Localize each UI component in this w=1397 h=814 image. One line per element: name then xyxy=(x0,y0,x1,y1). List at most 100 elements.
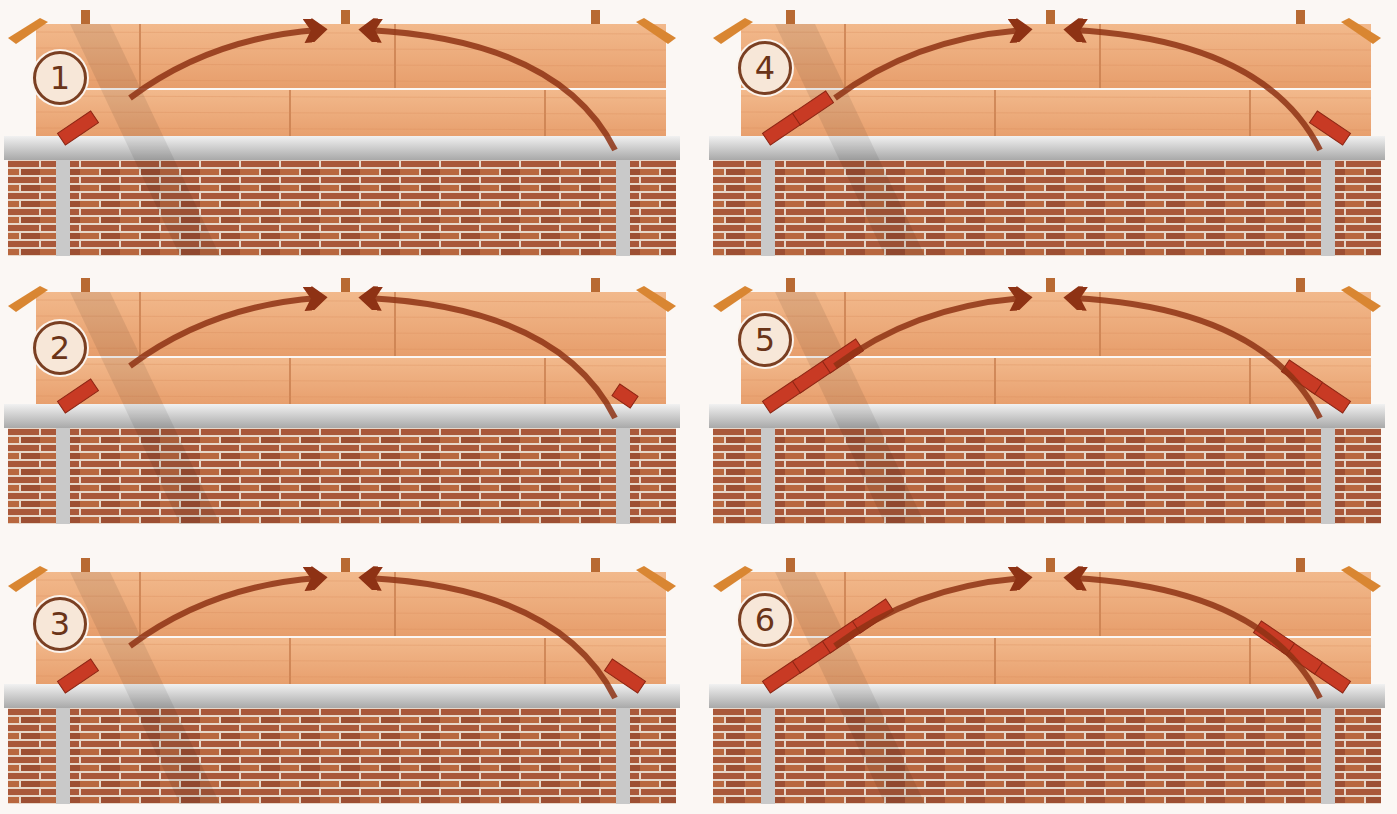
post xyxy=(591,278,600,292)
callout-label: 4 xyxy=(755,52,775,84)
post xyxy=(1046,278,1055,292)
curved-arrow xyxy=(835,298,1023,366)
concrete-column xyxy=(761,706,775,804)
brick xyxy=(58,659,99,693)
post xyxy=(786,10,795,24)
callout-number: 1 xyxy=(33,51,87,105)
corner-cap xyxy=(1341,566,1381,592)
concrete-column xyxy=(761,426,775,524)
curved-arrow xyxy=(130,30,318,98)
corner-cap xyxy=(713,286,753,312)
concrete-column xyxy=(1321,706,1335,804)
concrete-column xyxy=(56,706,70,804)
wood-grain xyxy=(36,612,666,614)
brick xyxy=(58,379,99,413)
wood-grain xyxy=(36,32,666,34)
corner-cap xyxy=(636,286,676,312)
callout-number: 2 xyxy=(33,321,87,375)
concrete-slab xyxy=(709,136,1385,160)
corner-cap xyxy=(713,18,753,44)
wood-grain xyxy=(741,612,1371,614)
board-seam xyxy=(844,24,846,88)
brick xyxy=(612,384,638,408)
post xyxy=(1296,278,1305,292)
curved-arrow xyxy=(1073,298,1320,418)
brick xyxy=(58,111,99,145)
corner-cap xyxy=(8,566,48,592)
post xyxy=(1046,558,1055,572)
post xyxy=(341,278,350,292)
wood-grain xyxy=(36,596,666,598)
concrete-slab xyxy=(709,404,1385,428)
post xyxy=(1296,10,1305,24)
board-seam xyxy=(139,572,141,636)
post xyxy=(341,10,350,24)
concrete-column xyxy=(1321,426,1335,524)
concrete-slab xyxy=(709,684,1385,708)
brick-wall xyxy=(8,158,676,256)
wood-grain xyxy=(36,300,666,302)
wood-grain xyxy=(741,596,1371,598)
corner-cap xyxy=(1341,286,1381,312)
concrete-column xyxy=(56,426,70,524)
formwork-panel xyxy=(709,278,1385,524)
brick xyxy=(823,339,864,373)
concrete-column xyxy=(616,426,630,524)
post xyxy=(591,10,600,24)
wood-grain xyxy=(36,48,666,50)
formwork-panel xyxy=(709,558,1385,804)
formwork-panel xyxy=(4,558,680,804)
wood-grain xyxy=(36,580,666,582)
callout-number: 3 xyxy=(33,597,87,651)
wood-grain xyxy=(36,316,666,318)
post xyxy=(1296,558,1305,572)
callout-number: 6 xyxy=(738,593,792,647)
callout-number: 5 xyxy=(738,313,792,367)
brick-wall xyxy=(713,426,1381,524)
callout-label: 2 xyxy=(50,332,70,364)
callout-label: 3 xyxy=(50,608,70,640)
concrete-slab xyxy=(4,136,680,160)
formwork-panel xyxy=(709,10,1385,256)
corner-cap xyxy=(1341,18,1381,44)
brick-wall xyxy=(8,426,676,524)
curved-arrow xyxy=(368,298,615,418)
post xyxy=(786,558,795,572)
curved-arrow xyxy=(835,30,1023,98)
post xyxy=(1046,10,1055,24)
callout-number: 4 xyxy=(738,41,792,95)
post xyxy=(786,278,795,292)
curved-arrow xyxy=(368,578,615,698)
brick-wall xyxy=(8,706,676,804)
post xyxy=(591,558,600,572)
curved-arrow xyxy=(130,578,318,646)
wood-grain xyxy=(741,32,1371,34)
board-seam xyxy=(139,24,141,88)
wood-grain xyxy=(741,332,1371,334)
brick-wall xyxy=(713,158,1381,256)
callout-label: 1 xyxy=(50,62,70,94)
corner-cap xyxy=(713,566,753,592)
callout-label: 6 xyxy=(755,604,775,636)
post xyxy=(341,558,350,572)
concrete-slab xyxy=(4,684,680,708)
wood-grain xyxy=(741,316,1371,318)
board-seam xyxy=(139,292,141,356)
corner-cap xyxy=(8,18,48,44)
curved-arrow xyxy=(130,298,318,366)
callout-label: 5 xyxy=(755,324,775,356)
curved-arrow xyxy=(368,30,615,150)
formwork-panel xyxy=(4,278,680,524)
concrete-column xyxy=(761,158,775,256)
post xyxy=(81,278,90,292)
curved-arrow xyxy=(1073,30,1320,150)
wood-grain xyxy=(36,332,666,334)
curved-arrow xyxy=(835,578,1023,646)
wood-grain xyxy=(741,48,1371,50)
concrete-slab xyxy=(4,404,680,428)
concrete-column xyxy=(616,158,630,256)
brick-wall xyxy=(713,706,1381,804)
concrete-column xyxy=(616,706,630,804)
corner-cap xyxy=(8,286,48,312)
